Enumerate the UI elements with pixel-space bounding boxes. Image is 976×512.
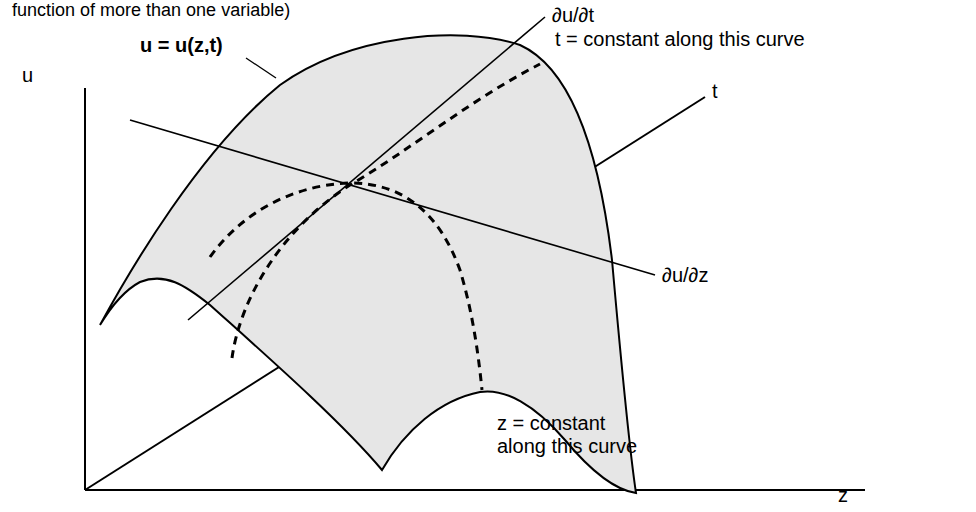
top-note: function of more than one variable) (12, 0, 290, 21)
u-axis (84, 88, 86, 490)
partial-derivative-label: ∂u/∂t (552, 4, 594, 27)
surface-label: u = u(z,t) (140, 34, 223, 57)
partial-derivative-label: ∂u/∂z (662, 264, 708, 287)
curve-note: t = constant along this curve (555, 28, 805, 51)
tangent-line-z (130, 120, 655, 275)
constant-t-curve (210, 183, 482, 390)
z-axis (85, 489, 865, 491)
curve-note: z = constant along this curve (497, 412, 657, 458)
leader-line (246, 58, 276, 78)
constant-z-curve (232, 64, 540, 358)
axis-label: t (712, 80, 718, 103)
axis-label: u (22, 64, 33, 87)
tangent-line-t (188, 17, 545, 320)
axis-label: z (838, 484, 848, 507)
